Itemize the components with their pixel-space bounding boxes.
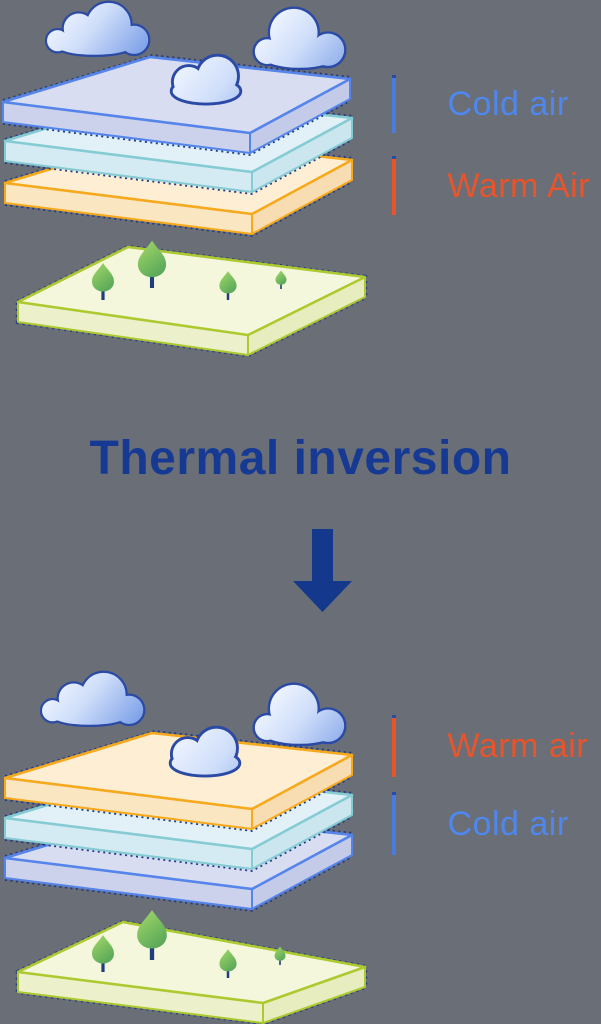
cloud-icon [42,673,143,725]
cold-air-tick [392,792,396,855]
cold-air-label: Cold air [447,85,569,123]
down-arrow-icon [293,529,352,612]
legend-cold-air-before: Cold air [392,75,569,133]
legend-cold-air-after: Cold air [392,792,569,855]
warm-air-tick [392,715,396,777]
legend-warm-air-after: Warm air [392,715,588,777]
cloud-icon [255,9,344,68]
warm-air-label: Warm air [447,727,589,765]
ground-layer [15,244,368,358]
after-inversion-diagram [3,664,368,1024]
page-title: Thermal inversion [89,432,512,485]
warm-air-tick [392,156,396,215]
warm-air-label: Warm Air [447,166,591,205]
cold-air-label: Cold air [447,804,569,843]
ground-layer [15,919,368,1024]
legend-warm-air-before: Warm Air [392,156,590,215]
before-inversion-diagram [1,0,368,358]
cloud-icon [255,685,344,744]
cold-air-tick [392,75,396,133]
cloud-icon [47,3,148,55]
